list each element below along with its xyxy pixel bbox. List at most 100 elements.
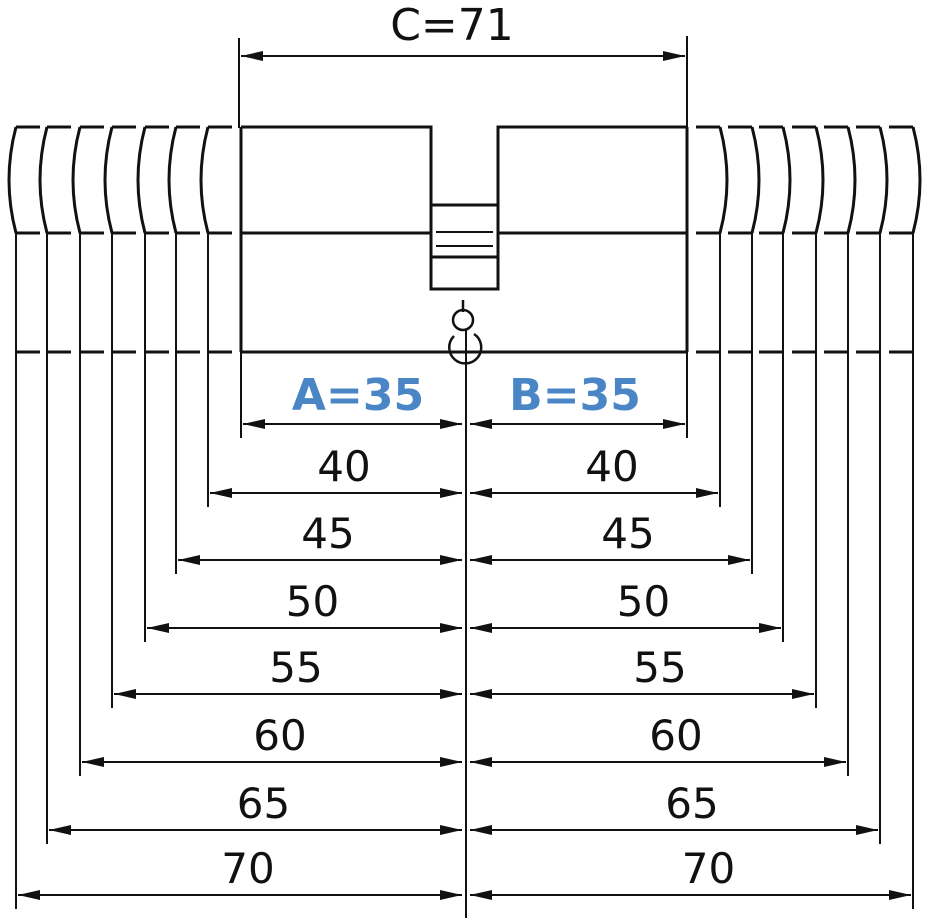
- dimension-arrow-start: [470, 488, 492, 498]
- extension-curved-end: [199, 126, 210, 234]
- left-length-dimension-65: 65: [49, 779, 462, 835]
- extension-curved-end: [878, 126, 889, 234]
- overall-arrow-left: [241, 51, 263, 61]
- left-length-label: 70: [221, 844, 274, 893]
- left-extension-6: [38, 125, 71, 844]
- dimension-arrow-start: [147, 623, 169, 633]
- extension-curved-end: [750, 126, 761, 234]
- right-length-dimension-50: 50: [470, 577, 781, 633]
- right-length-label: 65: [665, 779, 718, 828]
- extension-curved-end: [167, 126, 178, 234]
- right-length-label: 60: [649, 711, 702, 760]
- side-a-arrow-left: [243, 419, 265, 429]
- dimension-arrow-end: [759, 623, 781, 633]
- dimension-arrow-start: [178, 555, 200, 565]
- cam: [429, 203, 500, 259]
- extension-curved-end: [38, 126, 49, 234]
- dimension-arrow-end: [440, 890, 462, 900]
- side-b-dimension: B=35: [470, 352, 688, 438]
- extension-curved-end: [71, 126, 82, 234]
- right-extension-profiles: [696, 125, 922, 909]
- side-a-dimension: A=35: [240, 352, 462, 438]
- left-length-dimension-40: 40: [210, 442, 462, 498]
- extension-curved-end: [911, 126, 922, 234]
- right-length-dimension-60: 60: [470, 711, 846, 767]
- left-length-dimension-45: 45: [178, 509, 462, 565]
- right-extension-4: [792, 125, 825, 708]
- overall-dimension: C=71: [238, 0, 688, 128]
- overall-arrow-right: [663, 51, 685, 61]
- right-length-dimension-45: 45: [470, 509, 750, 565]
- right-length-label: 55: [633, 643, 686, 692]
- right-length-dimension-65: 65: [470, 779, 878, 835]
- dimension-arrow-end: [728, 555, 750, 565]
- right-extension-2: [728, 125, 761, 574]
- dimension-arrow-end: [440, 689, 462, 699]
- left-length-label: 60: [253, 711, 306, 760]
- left-extension-5: [71, 125, 104, 776]
- extension-curved-end: [136, 126, 147, 234]
- side-a-label: A=35: [292, 370, 424, 421]
- side-b-arrow-left: [470, 419, 492, 429]
- right-length-label: 40: [585, 442, 638, 491]
- right-length-dimension-70: 70: [470, 844, 911, 900]
- dimension-arrow-start: [49, 825, 71, 835]
- left-extension-2: [167, 125, 200, 574]
- left-extension-7: [7, 125, 40, 909]
- left-length-dimension-50: 50: [147, 577, 462, 633]
- left-extension-3: [136, 125, 169, 642]
- right-extension-1: [696, 125, 729, 507]
- dimension-arrow-end: [440, 555, 462, 565]
- extension-curved-end: [814, 126, 825, 234]
- extension-curved-end: [103, 126, 114, 234]
- dimension-arrow-start: [18, 890, 40, 900]
- dimension-arrow-end: [440, 488, 462, 498]
- right-extension-5: [824, 125, 857, 776]
- cylinder-body: [239, 125, 689, 354]
- left-extension-1: [199, 125, 232, 507]
- dimension-arrow-end: [440, 623, 462, 633]
- left-extension-4: [103, 125, 136, 708]
- left-length-label: 40: [317, 442, 370, 491]
- right-extension-3: [759, 125, 792, 642]
- body-top-outline: [241, 125, 687, 291]
- dimension-arrow-start: [470, 890, 492, 900]
- extension-curved-end: [7, 126, 18, 234]
- left-length-label: 45: [301, 509, 354, 558]
- dimension-arrow-start: [470, 757, 492, 767]
- right-length-dimension-55: 55: [470, 643, 814, 699]
- dimension-arrow-end: [856, 825, 878, 835]
- left-length-dimension-60: 60: [82, 711, 462, 767]
- dimension-arrow-start: [82, 757, 104, 767]
- dimension-arrow-end: [824, 757, 846, 767]
- side-b-arrow-right: [663, 419, 685, 429]
- side-b-label: B=35: [509, 370, 641, 421]
- extension-curved-end: [781, 126, 792, 234]
- overall-length-label: C=71: [390, 0, 514, 51]
- side-a-arrow-right: [440, 419, 462, 429]
- dimension-arrow-start: [114, 689, 136, 699]
- left-length-dimension-70: 70: [18, 844, 462, 900]
- right-length-label: 50: [617, 577, 670, 626]
- right-extension-6: [856, 125, 889, 844]
- dimension-arrow-start: [210, 488, 232, 498]
- left-length-label: 50: [286, 577, 339, 626]
- right-length-dimensions: 40 45 50 55 60 65 70: [470, 442, 911, 900]
- dimension-arrow-start: [470, 825, 492, 835]
- dimension-arrow-start: [470, 689, 492, 699]
- dimension-arrow-end: [440, 825, 462, 835]
- right-extension-7: [889, 125, 922, 909]
- dimension-arrow-start: [470, 555, 492, 565]
- extension-curved-end: [718, 126, 729, 234]
- dimension-arrow-end: [440, 757, 462, 767]
- dimension-arrow-start: [470, 623, 492, 633]
- right-length-dimension-40: 40: [470, 442, 718, 498]
- left-extension-profiles: [7, 125, 232, 909]
- extension-curved-end: [846, 126, 857, 234]
- right-length-label: 70: [682, 844, 735, 893]
- dimension-arrow-end: [696, 488, 718, 498]
- dimension-arrow-end: [889, 890, 911, 900]
